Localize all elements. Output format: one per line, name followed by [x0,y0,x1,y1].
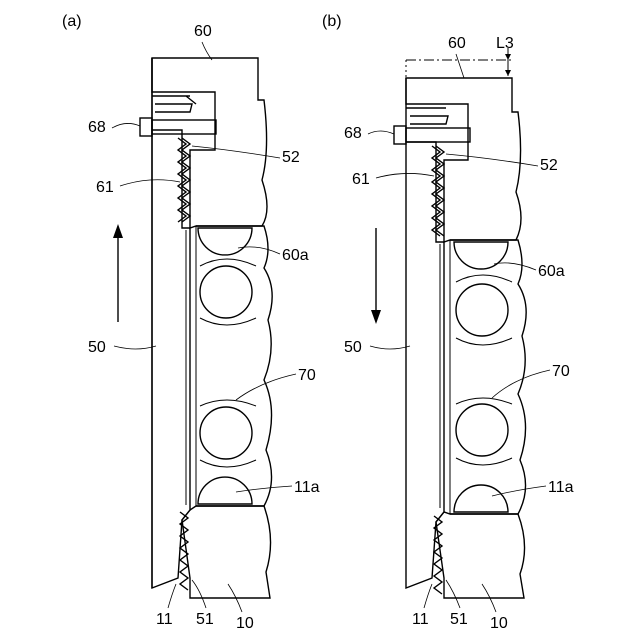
panel-b-seat-11a [454,485,508,512]
panel-b-label-60a: 60a [538,263,565,280]
panel-b-bolt-head [394,126,406,144]
panel-b-label-51: 51 [450,611,468,628]
panel-b-seat-60a [454,242,508,269]
panel-a-label-61: 61 [96,179,114,196]
panel-a-caption: (a) [62,13,82,30]
panel-b-label-52: 52 [540,157,558,174]
panel-b-label-61: 61 [352,171,370,188]
panel-a-label-11a: 11a [294,479,320,496]
panel-a-label-52: 52 [282,149,300,166]
panel-b-label-L3: L3 [496,35,514,52]
panel-b-label-11a: 11a [548,479,574,496]
panel-b-ball-70 [456,404,508,456]
panel-a-label-60: 60 [194,23,212,40]
panel-a-label-70: 70 [298,367,316,384]
panel-a-ball-70 [200,407,252,459]
panel-a-ball-1 [200,266,252,318]
panel-a-label-10: 10 [236,615,254,632]
panel-b-member-50 [406,78,444,588]
panel-b-bolt-68 [406,128,470,142]
panel-b-label-50: 50 [344,339,362,356]
panel-a-label-50: 50 [88,339,106,356]
panel-a-bolt-head [140,118,152,136]
panel-a-member-60 [152,58,267,228]
panel-b-label-70: 70 [552,363,570,380]
panel-b-label-68: 68 [344,125,362,142]
panel-a-bolt-68 [152,120,216,134]
panel-a-member-50 [152,58,190,588]
panel-b-ball-1 [456,284,508,336]
panel-b: (b) 60 L3 68 [322,13,574,632]
panel-b-member-60 [406,78,521,242]
panel-a: (a) 60 68 52 [62,13,320,632]
panel-b-caption: (b) [322,13,342,30]
panel-b-label-11: 11 [412,611,429,628]
panel-a-label-60a: 60a [282,247,309,264]
panel-a-label-68: 68 [88,119,106,136]
panel-a-label-11: 11 [156,611,173,628]
panel-a-seat-60a [198,228,252,255]
panel-b-label-60: 60 [448,35,466,52]
panel-b-label-10: 10 [490,615,508,632]
panel-a-label-51: 51 [196,611,214,628]
